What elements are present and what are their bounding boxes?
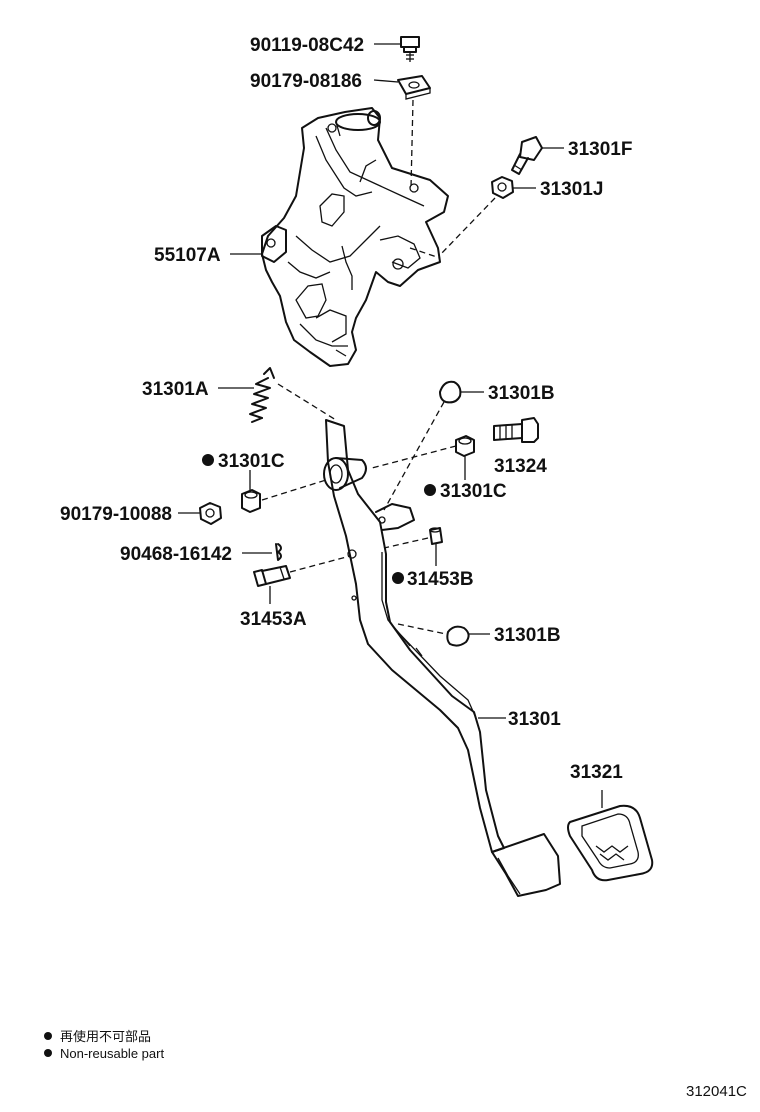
label-90119-08C42: 90119-08C42 [250,35,364,56]
legend-bullet [44,1049,52,1057]
spring-31301A-icon [249,367,275,423]
non-reusable-marker [392,572,404,584]
collar-31301C-left-icon [241,489,261,513]
label-31301: 31301 [508,709,561,730]
label-31301A: 31301A [142,379,209,400]
bolt-90119-08C42-icon [400,36,420,62]
pin-31453B-icon [429,527,443,545]
label-90179-08186: 90179-08186 [250,71,362,92]
label-31301B-bottom: 31301B [494,625,561,646]
label-31301B-top: 31301B [488,383,555,404]
nut-90179-10088-icon [199,502,222,525]
non-reusable-marker [424,484,436,496]
label-31301C-right: 31301C [440,481,507,502]
label-31301C-left: 31301C [218,451,285,472]
label-31324: 31324 [494,456,547,477]
collar-31301C-right-icon [455,435,475,457]
stopper-31301B-top-icon [439,380,462,404]
label-90179-10088: 90179-10088 [60,504,172,525]
nut-31301J-icon [491,176,514,199]
bracket-55107A-icon [261,107,449,367]
label-31321: 31321 [570,762,623,783]
label-55107A: 55107A [154,245,221,266]
stopper-31301B-bottom-icon [446,625,470,647]
legend-english: Non-reusable part [60,1046,164,1061]
label-31453A: 31453A [240,609,307,630]
label-31301F: 31301F [568,139,632,160]
label-31301J: 31301J [540,179,603,200]
bolt-31324-icon [493,417,539,443]
nut-90179-08186-icon [397,75,431,100]
pin-31453A-icon [253,565,291,587]
bolt-31301F-icon [511,136,543,175]
figure-code: 312041C [686,1083,747,1100]
legend-bullet [44,1032,52,1040]
pedal-pad-31321-icon [567,804,654,882]
non-reusable-marker [202,454,214,466]
pedal-lever-31301-icon [323,419,561,897]
label-90468-16142: 90468-16142 [120,544,232,565]
clip-90468-16142-icon [275,543,282,561]
legend-japanese: 再使用不可部品 [60,1029,151,1044]
label-31453B: 31453B [407,569,474,590]
